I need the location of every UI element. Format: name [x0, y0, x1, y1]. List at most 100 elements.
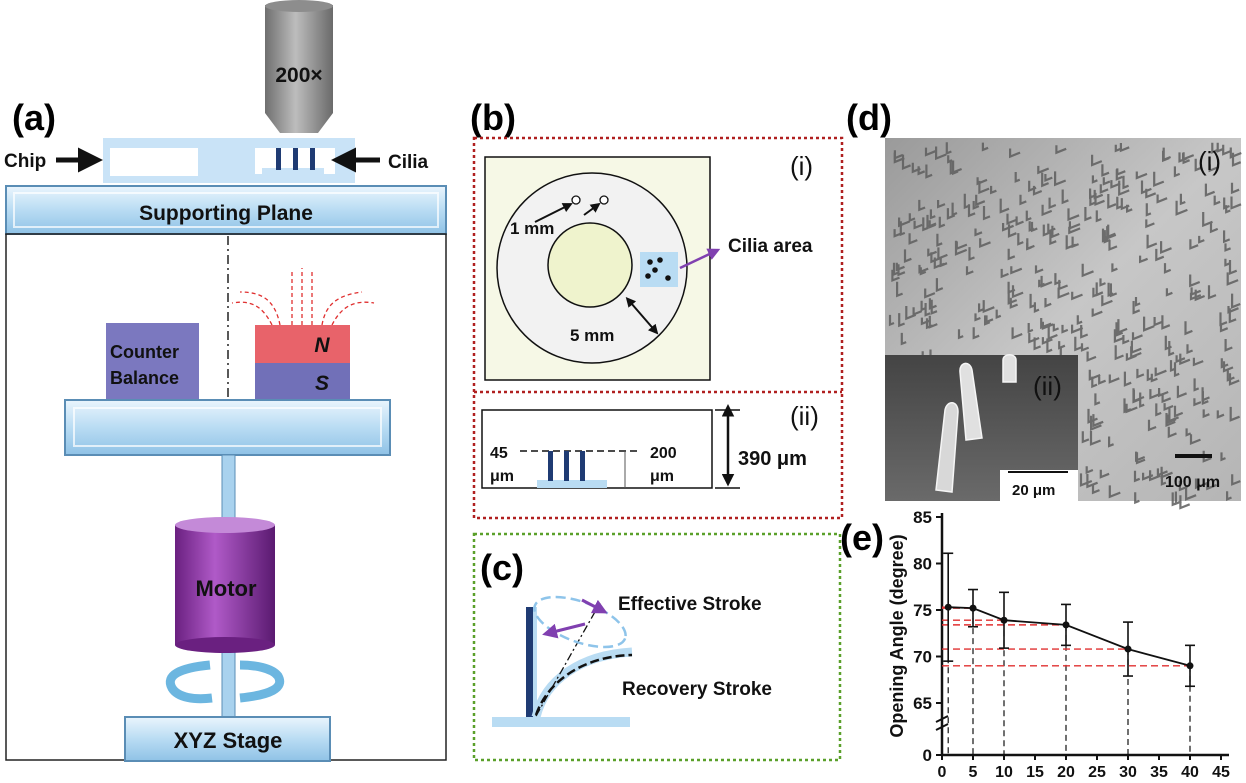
sem-cilium-mark: [1219, 312, 1228, 327]
sem-cilium-mark: [1118, 180, 1130, 197]
axis-break-mark: [935, 715, 949, 723]
sem-cilium-mark: [1091, 484, 1100, 495]
data-point: [1186, 662, 1194, 670]
sem-cilium-mark: [990, 185, 997, 195]
supporting-plane: Supporting Plane: [5, 185, 447, 235]
sem-cilium-mark: [1185, 428, 1192, 437]
inset-cilium-2: [959, 362, 983, 441]
data-point: [969, 604, 977, 612]
sem-cilium-mark: [1220, 452, 1226, 462]
cilia-area-label: Cilia area: [728, 236, 813, 257]
sem-cilium-mark: [1224, 339, 1233, 352]
sem-cilium-mark: [1041, 204, 1053, 217]
sem-cilium-mark: [1009, 297, 1019, 309]
sem-cilium-mark: [1091, 175, 1098, 184]
panel-d-label: (d): [846, 97, 892, 138]
sem-cilium-mark: [1010, 266, 1023, 275]
sem-cilium-mark: [1230, 196, 1242, 210]
x-tick-label: 15: [1026, 764, 1044, 781]
sem-cilium-mark: [1216, 410, 1225, 419]
axis-break-mark: [935, 723, 949, 731]
sem-cilium-mark: [1109, 283, 1118, 298]
sem-cilium-mark: [1139, 392, 1145, 408]
data-point: [1062, 621, 1070, 629]
sem-cilium-mark: [1081, 263, 1094, 278]
sem-cilium-mark: [972, 201, 980, 210]
sem-cilium-mark: [1080, 343, 1090, 352]
sem-cilium-mark: [1139, 255, 1149, 264]
sem-cilium-mark: [919, 267, 927, 276]
sem-cilium-mark: [1071, 324, 1084, 334]
sem-cilium-mark: [1207, 285, 1217, 300]
sem-cilium-mark: [945, 142, 952, 155]
x-tick-label: 10: [995, 764, 1013, 781]
sem-cilium-mark: [1135, 171, 1148, 180]
sem-cilium-mark: [1044, 298, 1052, 308]
panel-b-dotted-frame: [472, 136, 844, 520]
sem-cilium-mark: [947, 155, 953, 164]
sem-cilium-mark: [1231, 293, 1241, 309]
sem-cilium-mark: [1047, 325, 1058, 341]
sem-cilium-mark: [1131, 332, 1143, 341]
sem-cilium-mark: [979, 238, 991, 249]
sem-cilium-mark: [1114, 345, 1124, 361]
sem-cilium-mark: [1150, 373, 1158, 383]
sem-cilium-mark: [1228, 260, 1238, 276]
sem-cilium-mark: [898, 313, 905, 328]
sem-cilium-mark: [954, 240, 968, 256]
sem-cilium-mark: [974, 228, 983, 237]
sem-cilium-mark: [1175, 355, 1186, 364]
y-tick-label: 80: [913, 555, 932, 574]
sem-cilium-mark: [918, 199, 926, 212]
sem-cilium-mark: [982, 206, 991, 221]
sem-cilium-mark: [1155, 403, 1162, 417]
magnet-south-label: S: [315, 372, 329, 395]
sem-cilium-mark: [924, 147, 936, 157]
sem-cilium-mark: [974, 313, 981, 322]
sem-cilium-mark: [1054, 171, 1067, 187]
sem-cilium-mark: [1189, 434, 1201, 446]
sem-cilium-mark: [1041, 172, 1050, 188]
sem-cilium-mark: [1110, 180, 1121, 189]
sem-cilium-mark: [1230, 182, 1240, 195]
sem-cilium-mark: [1108, 485, 1121, 499]
x-tick-label: 45: [1212, 764, 1230, 781]
sem-cilium-mark: [1194, 478, 1208, 490]
panel-b-sub-ii: (ii): [790, 401, 819, 431]
sem-cilium-mark: [1173, 362, 1180, 378]
sem-cilium-mark: [1146, 369, 1153, 382]
stroke-axis: [535, 602, 601, 717]
sem-cilium-mark: [1185, 485, 1197, 501]
sem-cilium-mark: [1167, 426, 1177, 439]
sem-cilium-mark: [925, 164, 933, 179]
height-200-value: 200: [650, 445, 677, 462]
sem-cilium-mark: [1099, 184, 1109, 194]
sem-cilium-mark: [1168, 341, 1175, 357]
sem-cilium-mark: [1162, 147, 1172, 162]
sem-cilium-mark: [1201, 391, 1209, 406]
recovery-path: [534, 653, 633, 716]
sem-cilium-mark: [1027, 323, 1034, 334]
data-point: [1000, 616, 1008, 624]
sem-cilium-mark: [930, 299, 938, 315]
sem-cilium-mark: [1178, 480, 1188, 492]
height-200-unit: μm: [650, 468, 674, 485]
sem-cilium-mark: [898, 217, 911, 228]
sem-cilium-mark: [1189, 274, 1201, 288]
x-tick-label: 20: [1057, 764, 1075, 781]
sem-cilium-mark: [949, 159, 963, 175]
sem-cilium-mark: [1209, 223, 1219, 234]
sem-cilium-mark: [1229, 406, 1241, 422]
cilia-label: Cilia: [388, 152, 429, 173]
sem-cilium-mark: [1049, 231, 1057, 246]
sem-cilium-mark: [1095, 282, 1103, 297]
recovery-stroke-label: Recovery Stroke: [622, 679, 772, 700]
sem-cilium-mark: [1114, 144, 1122, 153]
sem-cilium-mark: [1101, 228, 1109, 243]
sem-cilium-mark: [1026, 238, 1032, 251]
sem-cilium-mark: [1222, 361, 1234, 373]
sem-cilium-mark: [1193, 398, 1202, 407]
magnetic-field-lines: [231, 268, 375, 326]
height-45-unit: μm: [490, 468, 514, 485]
